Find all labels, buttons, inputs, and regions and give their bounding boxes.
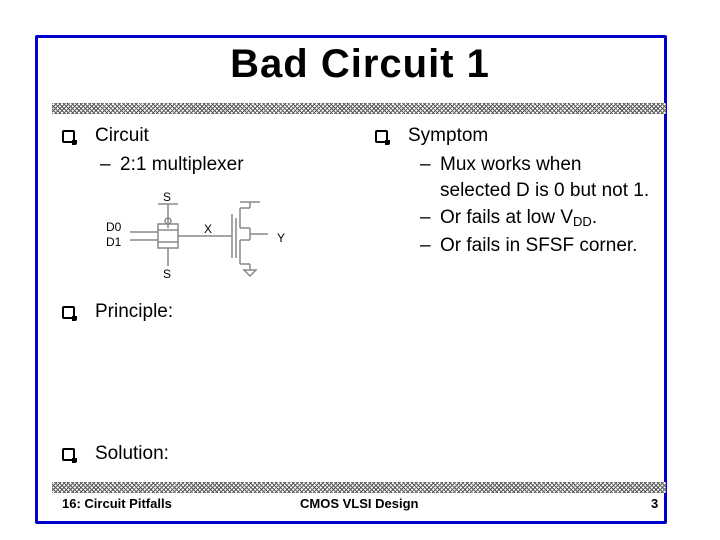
symptom-item-2: –Or fails at low VDD. [420,207,598,229]
slide-title: Bad Circuit 1 [230,42,490,86]
bullet-circuit: Circuit [62,125,149,147]
label-s-top: S [163,190,171,204]
symptom-item-1-text: Mux works when [440,154,582,175]
footer-center: CMOS VLSI Design [300,496,419,511]
bullet-symptom-text: Symptom [408,125,489,146]
label-d0: D0 [106,220,122,234]
symptom-item-3: –Or fails in SFSF corner. [420,235,638,256]
checkbox-bullet-icon [375,129,390,145]
slide-frame [35,35,667,524]
sub-multiplexer: –2:1 multiplexer [100,154,244,175]
top-divider [52,103,666,114]
label-y: Y [277,231,285,245]
bullet-solution-text: Solution: [95,443,169,464]
symptom-item-2-text: Or fails at low V [440,207,574,228]
footer-left: 16: Circuit Pitfalls [62,496,172,511]
label-s-bottom: S [163,267,171,281]
bullet-principle: Principle: [62,301,173,323]
label-x: X [204,222,212,236]
symptom-item-1: –Mux works when [420,154,582,175]
bullet-circuit-text: Circuit [95,125,149,146]
checkbox-bullet-icon [62,305,77,321]
sub-multiplexer-text: 2:1 multiplexer [120,154,244,175]
checkbox-bullet-icon [62,447,77,463]
checkbox-bullet-icon [62,129,77,145]
bullet-solution: Solution: [62,443,169,465]
footer-page-number: 3 [651,496,659,511]
symptom-item-3-text: Or fails in SFSF corner. [440,235,638,256]
bottom-divider [52,482,666,493]
bullet-symptom: Symptom [375,125,488,147]
symptom-item-1-cont: selected D is 0 but not 1. [440,180,650,201]
bullet-principle-text: Principle: [95,301,174,322]
symptom-item-2-subscript: DD [573,214,592,229]
mux-circuit-diagram: S S D0 D1 X Y [106,190,285,281]
label-d1: D1 [106,235,122,249]
symptom-item-2-period: . [591,207,598,228]
